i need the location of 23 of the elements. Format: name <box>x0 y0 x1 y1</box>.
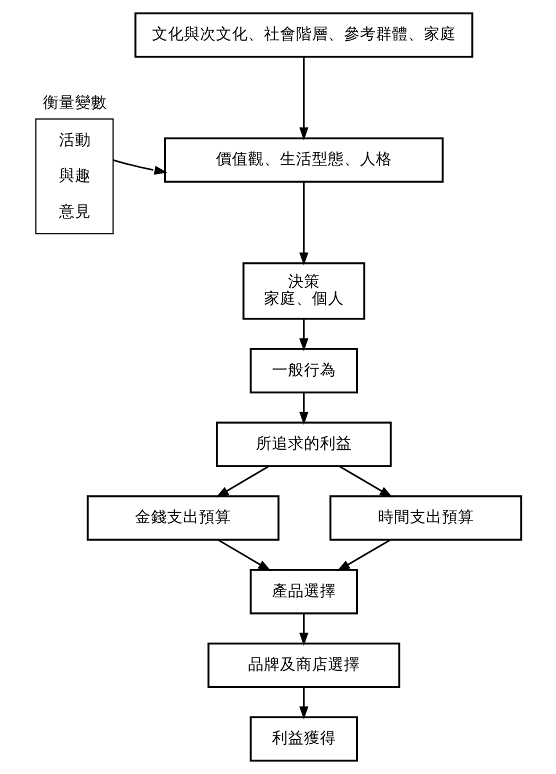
node-box: 一般行為 <box>249 348 358 394</box>
arrow <box>298 182 308 266</box>
node-box: 時間支出預算 <box>328 495 522 541</box>
arrow <box>336 539 390 572</box>
node-box: 利益獲得 <box>249 716 358 762</box>
node-box: 金錢支出預算 <box>86 495 279 541</box>
arrow <box>298 57 308 140</box>
arrow <box>298 613 308 646</box>
node-box: 所追求的利益 <box>215 422 392 468</box>
node-box: 決策 家庭、個人 <box>242 262 365 320</box>
arrow <box>112 159 167 175</box>
node-box: 產品選擇 <box>249 568 358 614</box>
node-box: 價值觀、生活型態、人格 <box>164 137 444 183</box>
arrow <box>298 687 308 720</box>
node-label: 衡量變數 <box>42 92 107 112</box>
arrow <box>215 465 269 498</box>
arrow <box>217 539 271 572</box>
node-box: 活動 與趣 意見 <box>34 118 114 234</box>
arrow <box>338 465 392 498</box>
arrow <box>298 392 308 425</box>
node-box: 品牌及商店選擇 <box>207 642 400 688</box>
arrow <box>298 318 308 352</box>
node-box: 文化與次文化、社會階層、參考群體、家庭 <box>134 12 473 58</box>
